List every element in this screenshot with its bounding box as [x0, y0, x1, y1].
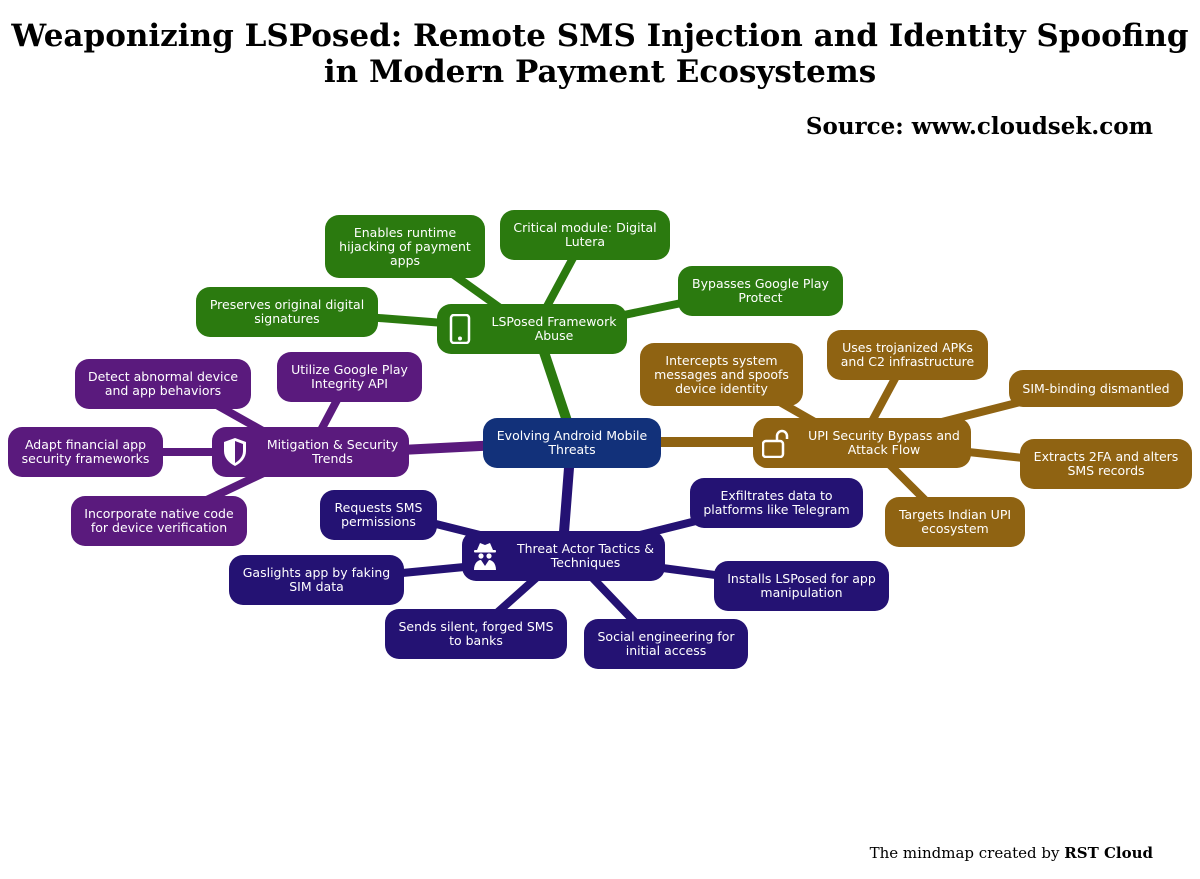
hub-threat-label: Threat Actor Tactics & Techniques — [516, 541, 655, 570]
leaf-label: Intercepts system messages and spoofs de… — [654, 352, 789, 396]
leaf-label: Preserves original digital signatures — [209, 297, 365, 326]
leaf-threat: Sends silent, forged SMS to banks — [385, 609, 567, 659]
leaf-threat: Exfiltrates data to platforms like Teleg… — [690, 478, 863, 528]
source-label: Source: www.cloudsek.com — [805, 113, 1153, 140]
page-title: Weaponizing LSPosed: Remote SMS Injectio… — [11, 18, 1189, 90]
leaf-label: Uses trojanized APKs and C2 infrastructu… — [840, 340, 975, 369]
leaf-label: Detect abnormal device and app behaviors — [87, 369, 239, 398]
smartphone-icon — [445, 314, 475, 344]
unlock-icon — [761, 428, 791, 458]
leaf-label: Incorporate native code for device verif… — [84, 506, 234, 535]
leaf-label: SIM-binding dismantled — [1022, 380, 1170, 396]
leaf-mitigation: Detect abnormal device and app behaviors — [75, 359, 251, 409]
leaf-mitigation: Adapt financial app security frameworks — [8, 427, 163, 477]
leaf-threat: Requests SMS permissions — [320, 490, 437, 540]
hub-mitigation: Mitigation & Security Trends — [212, 427, 409, 477]
leaf-label: Installs LSPosed for app manipulation — [727, 571, 876, 600]
credit-brand: RST Cloud — [1064, 844, 1153, 862]
leaf-label: Extracts 2FA and alters SMS records — [1033, 449, 1179, 478]
leaf-threat: Social engineering for initial access — [584, 619, 748, 669]
leaf-upi: Intercepts system messages and spoofs de… — [640, 343, 803, 406]
leaf-lsposed: Enables runtime hijacking of payment app… — [325, 215, 485, 278]
leaf-threat: Gaslights app by faking SIM data — [229, 555, 404, 605]
leaf-label: Enables runtime hijacking of payment app… — [339, 224, 471, 268]
center-node: Evolving Android Mobile Threats — [483, 418, 661, 468]
leaf-lsposed: Critical module: Digital Lutera — [500, 210, 670, 260]
leaf-label: Exfiltrates data to platforms like Teleg… — [703, 488, 850, 517]
leaf-label: Bypasses Google Play Protect — [692, 276, 829, 305]
hub-upi: UPI Security Bypass and Attack Flow — [753, 418, 971, 468]
leaf-upi: Extracts 2FA and alters SMS records — [1020, 439, 1192, 489]
leaf-lsposed: Preserves original digital signatures — [196, 287, 378, 337]
spy-icon — [470, 541, 500, 571]
hub-upi-label: UPI Security Bypass and Attack Flow — [808, 428, 960, 457]
leaf-threat: Installs LSPosed for app manipulation — [714, 561, 889, 611]
shield-icon — [220, 437, 250, 467]
leaf-lsposed: Bypasses Google Play Protect — [678, 266, 843, 316]
leaf-label: Adapt financial app security frameworks — [21, 437, 150, 466]
leaf-label: Utilize Google Play Integrity API — [291, 362, 408, 391]
leaf-label: Targets Indian UPI ecosystem — [898, 507, 1012, 536]
leaf-mitigation: Utilize Google Play Integrity API — [277, 352, 422, 402]
leaf-label: Sends silent, forged SMS to banks — [398, 619, 554, 648]
edge-center-threat — [558, 450, 575, 550]
credit-prefix: The mindmap created by — [869, 844, 1060, 862]
center-label: Evolving Android Mobile Threats — [496, 428, 648, 457]
hub-mitigation-label: Mitigation & Security Trends — [266, 437, 399, 466]
leaf-label: Social engineering for initial access — [597, 629, 735, 658]
credit-line: The mindmap created by RST Cloud — [870, 844, 1153, 862]
hub-threat: Threat Actor Tactics & Techniques — [462, 531, 665, 581]
leaf-upi: Uses trojanized APKs and C2 infrastructu… — [827, 330, 988, 380]
leaf-label: Gaslights app by faking SIM data — [242, 565, 391, 594]
leaf-mitigation: Incorporate native code for device verif… — [71, 496, 247, 546]
leaf-upi: Targets Indian UPI ecosystem — [885, 497, 1025, 547]
leaf-label: Requests SMS permissions — [334, 500, 423, 529]
leaf-label: Critical module: Digital Lutera — [513, 220, 657, 249]
hub-lsposed-label: LSPosed Framework Abuse — [491, 314, 617, 343]
leaf-upi: SIM-binding dismantled — [1009, 370, 1183, 407]
hub-lsposed: LSPosed Framework Abuse — [437, 304, 627, 354]
edge-center-lsposed — [535, 335, 575, 435]
